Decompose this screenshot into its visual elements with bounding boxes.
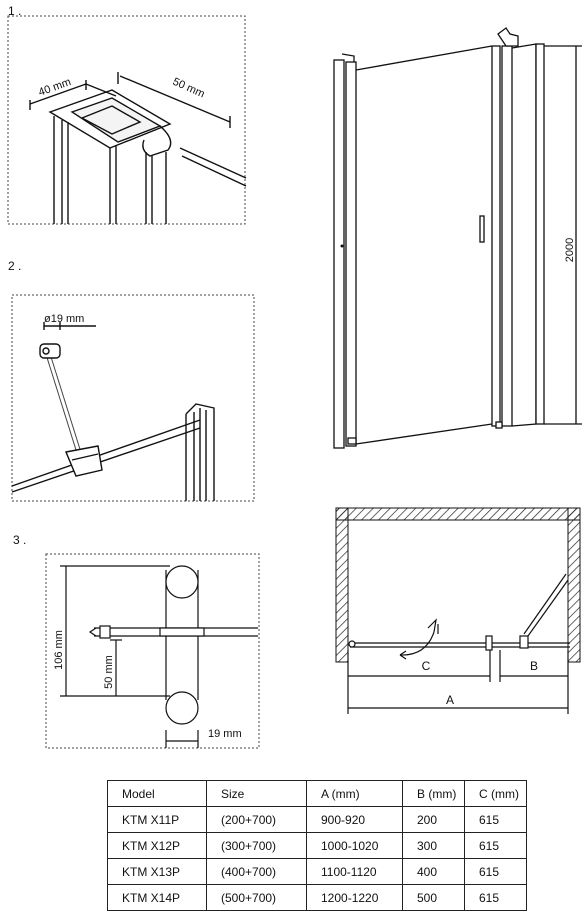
table-row: KTM X14P (500+700) 1200-1220 500 615 <box>107 884 527 911</box>
cell-size: (500+700) <box>206 884 307 911</box>
cell-b: 300 <box>402 832 465 859</box>
header-size: Size <box>206 780 307 807</box>
plan-label-b: B <box>530 659 538 673</box>
cell-model: KTM X11P <box>107 806 207 833</box>
detail-2-support-bar-drawing: ø19 mm <box>11 294 255 502</box>
cell-size: (300+700) <box>206 832 307 859</box>
dim-19mm-diameter-label: ø19 mm <box>44 313 84 325</box>
header-c: C (mm) <box>464 780 527 807</box>
cell-a: 1200-1220 <box>306 884 403 911</box>
detail-1-profile-drawing: 40 mm 50 mm <box>7 15 247 225</box>
cell-a: 1000-1020 <box>306 832 403 859</box>
cell-model: KTM X14P <box>107 884 207 911</box>
cell-b: 500 <box>402 884 465 911</box>
cell-size: (400+700) <box>206 858 307 885</box>
cell-c: 615 <box>464 858 527 885</box>
height-2000-label: 2000 <box>564 238 576 262</box>
table-row: KTM X11P (200+700) 900-920 200 615 <box>107 806 527 833</box>
cell-c: 615 <box>464 806 527 833</box>
dim-50mm-label: 50 mm <box>103 655 115 689</box>
cell-model: KTM X12P <box>107 832 207 859</box>
cell-a: 900-920 <box>306 806 403 833</box>
cell-c: 615 <box>464 884 527 911</box>
cell-model: KTM X13P <box>107 858 207 885</box>
cell-a: 1100-1120 <box>306 858 403 885</box>
front-elevation-drawing: 2000 <box>333 27 582 449</box>
cell-b: 400 <box>402 858 465 885</box>
header-model: Model <box>107 780 207 807</box>
model-spec-table: Model Size A (mm) B (mm) C (mm) KTM X11P… <box>107 780 527 911</box>
plan-label-c: C <box>422 659 431 673</box>
plan-view-drawing: C B A <box>335 507 581 714</box>
plan-label-a: A <box>446 693 454 707</box>
cell-size: (200+700) <box>206 806 307 833</box>
dim-106mm-label: 106 mm <box>53 630 65 670</box>
step-number-3: 3 . <box>13 533 27 547</box>
cell-b: 200 <box>402 806 465 833</box>
table-row: KTM X13P (400+700) 1100-1120 400 615 <box>107 858 527 885</box>
table-header-row: Model Size A (mm) B (mm) C (mm) <box>107 780 527 807</box>
table-row: KTM X12P (300+700) 1000-1020 300 615 <box>107 832 527 859</box>
dim-50mm-label: 50 mm <box>171 76 207 101</box>
cell-c: 615 <box>464 832 527 859</box>
step-number-1: 1 . <box>8 4 22 18</box>
step-number-2: 2 . <box>8 259 22 273</box>
header-b: B (mm) <box>402 780 465 807</box>
header-a: A (mm) <box>306 780 403 807</box>
dim-19mm-label: 19 mm <box>208 728 242 740</box>
detail-3-handle-drawing: 106 mm 50 mm 19 mm <box>45 553 260 749</box>
